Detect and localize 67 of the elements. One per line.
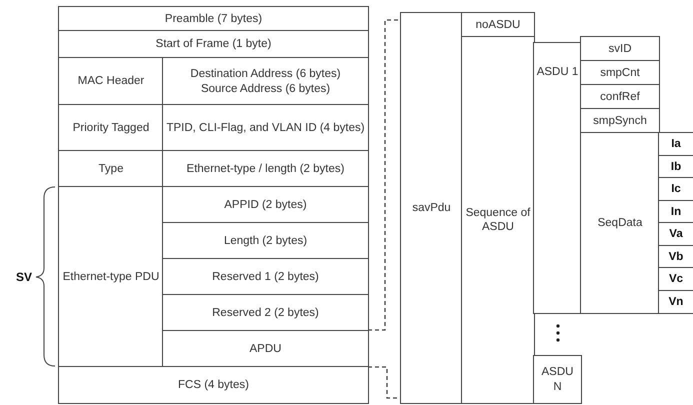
field-cell [58,150,164,188]
cell-label: ASDU 1 [536,65,578,80]
field-cell [580,132,660,314]
field-cell [580,36,660,62]
cell-label: Priority Tagged [72,120,150,136]
cell-label: Reserved 2 (2 bytes) [212,306,319,320]
field-cell [58,6,369,32]
cell-label: Source Address (6 bytes) [200,82,330,96]
field-cell [162,57,369,106]
cell-label: APDU [250,342,282,356]
cell-label: Sequence of ASDU [465,206,531,234]
field-cell [58,366,369,404]
cell-label: FCS (4 bytes) [178,378,249,392]
field-cell [162,294,369,332]
field-cell [461,36,535,404]
field-cell [162,150,369,188]
cell-label: svID [608,42,632,56]
field-cell [162,330,369,368]
field-cell [58,104,164,152]
cell-label: Preamble (7 bytes) [164,12,262,26]
cell-label: Destination Address (6 bytes) [190,67,341,82]
cell-label: smpSynch [593,114,647,128]
field-cell [58,30,369,59]
cell-label: Length (2 bytes) [224,234,308,248]
field-cell [580,108,660,134]
cell-label: Ic [671,182,681,196]
cell-label: noASDU [476,18,520,32]
cell-label: ASDU N [540,365,574,394]
field-cell [658,267,693,292]
cell-label: Vb [668,250,684,264]
field-cell [580,84,660,110]
field-cell [533,42,582,314]
cell-label: Vn [668,294,684,309]
cell-label: TPID, CLI-Flag, and VLAN ID (4 bytes) [166,120,365,136]
cell-label: Reserved 1 (2 bytes) [212,270,319,284]
field-cell [580,60,660,86]
brace-label: SV [16,270,32,284]
field-cell [400,12,463,404]
cell-label: confRef [600,90,640,104]
field-cell [58,186,164,368]
cell-label: savPdu [412,200,451,216]
dashed-connector [368,366,400,399]
field-cell [658,132,693,156]
field-cell [162,258,369,296]
cell-label: Va [669,227,683,242]
cell-label: Ib [670,160,682,174]
field-cell [533,355,582,404]
cell-label: Type [98,162,124,176]
field-cell [162,222,369,260]
cell-label: Ia [671,137,681,152]
cell-label: smpCnt [600,66,640,80]
field-cell [461,12,535,38]
field-cell [658,222,693,246]
cell-label: Vc [668,272,684,286]
field-cell [162,104,369,152]
cell-label: Ethernet-type PDU [62,270,160,284]
cell-label: Ethernet-type / length (2 bytes) [186,162,344,176]
cell-label: Start of Frame (1 byte) [156,37,272,52]
field-cell [658,290,693,314]
field-cell [58,57,164,106]
cell-label: APPID (2 bytes) [224,198,307,212]
field-cell [658,177,693,202]
cell-label: MAC Header [78,74,144,89]
dashed-connector [368,19,400,331]
field-cell [162,186,369,224]
cell-label: SeqData [598,216,642,230]
cell-label: In [670,204,682,219]
